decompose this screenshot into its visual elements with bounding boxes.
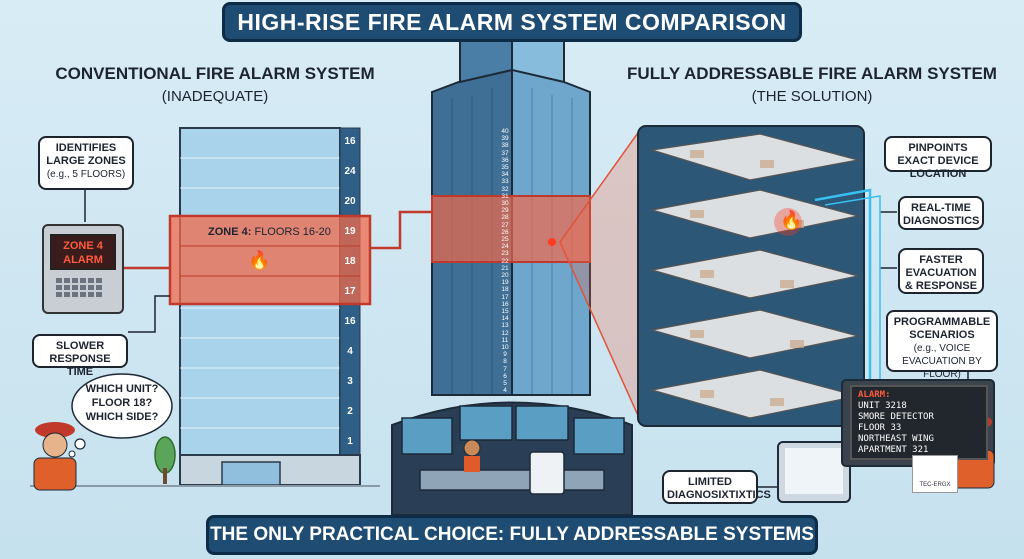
tower-floor-number: 17 xyxy=(501,293,509,301)
tower-floor-number: 10 xyxy=(501,344,509,351)
floor-number: 3 xyxy=(347,376,353,387)
control-room xyxy=(391,401,633,516)
tower-floor-number: 21 xyxy=(501,264,509,272)
tower-floor-number: 6 xyxy=(503,372,507,380)
tower-floor-number: 25 xyxy=(501,236,509,243)
thought-line-2: FLOOR 18? xyxy=(91,397,153,409)
floor-number: 17 xyxy=(344,286,356,297)
tower-floor-number: 30 xyxy=(501,200,509,207)
callout-programmable-title: PROGRAMMABLE SCENARIOS xyxy=(893,316,991,341)
tower-floor-number: 7 xyxy=(503,365,507,373)
tower-floor-number: 22 xyxy=(501,257,509,265)
floor-number: 16 xyxy=(344,136,356,147)
panel-line-1: ZONE 4 xyxy=(63,240,103,252)
high-rise-tower xyxy=(431,20,591,396)
tower-floor-number: 39 xyxy=(501,135,509,143)
tower-floor-number: 12 xyxy=(501,329,509,337)
floor-number: 18 xyxy=(344,256,356,267)
conventional-building xyxy=(30,127,380,487)
conventional-alarm-panel: ZONE 4 ALARM xyxy=(42,224,124,314)
callout-programmable-note: (e.g., VOICE EVACUATION BY FLOOR) xyxy=(902,343,982,380)
tower-floor-number: 38 xyxy=(501,142,509,150)
thought-line-1: WHICH UNIT? xyxy=(85,383,159,395)
tower-floor-number: 19 xyxy=(501,279,509,287)
callout-realtime: REAL-TIME DIAGNOSTICS xyxy=(898,196,984,230)
floor-number: 20 xyxy=(344,196,356,207)
zone-prefix: ZONE 4: xyxy=(208,226,252,238)
addressable-floor-stack xyxy=(637,125,881,427)
tower-floor-number: 32 xyxy=(501,185,509,193)
zone-floors: FLOORS 16-20 xyxy=(254,226,331,238)
page-title: HIGH-RISE FIRE ALARM SYSTEM COMPARISON xyxy=(222,2,802,42)
fire-icon: 🔥 xyxy=(248,250,271,270)
tower-floor-number: 36 xyxy=(501,156,509,164)
tower-floor-number: 16 xyxy=(501,300,509,308)
footer-banner: THE ONLY PRACTICAL CHOICE: FULLY ADDRESS… xyxy=(206,515,818,555)
alarm-line: APARTMENT 321 xyxy=(858,445,929,455)
thought-line-3: WHICH SIDE? xyxy=(85,411,159,423)
tower-floor-number: 29 xyxy=(501,207,509,215)
tower-floor-number: 40 xyxy=(501,128,509,135)
tower-floor-number: 27 xyxy=(501,221,509,229)
conventional-heading: CONVENTIONAL FIRE ALARM SYSTEM xyxy=(55,64,375,83)
alarm-line: UNIT 3218 xyxy=(858,401,907,411)
tower-floor-number: 26 xyxy=(501,228,509,236)
panel-line-2: ALARM xyxy=(63,254,103,266)
addressable-heading: FULLY ADDRESSABLE FIRE ALARM SYSTEM xyxy=(627,64,997,83)
tower-floor-number: 34 xyxy=(501,171,509,179)
callout-programmable: PROGRAMMABLE SCENARIOS (e.g., VOICE EVAC… xyxy=(886,310,998,380)
tower-floor-number: 23 xyxy=(501,250,509,258)
tower-floor-number: 37 xyxy=(501,149,509,157)
tower-floor-number: 4 xyxy=(503,387,507,395)
callout-limited-diagnostics: LIMITED DIAGNOSIXTIXTICS xyxy=(662,470,771,504)
tower-floor-number: 11 xyxy=(501,336,509,344)
tower-floor-number: 13 xyxy=(501,322,509,330)
callout-large-zones: IDENTIFIES LARGE ZONES (e.g., 5 FLOORS) xyxy=(38,136,134,190)
callout-large-zones-title: IDENTIFIES LARGE ZONES xyxy=(46,142,126,167)
panel-screen: ZONE 4 ALARM xyxy=(50,234,116,270)
addressable-subheading: (THE SOLUTION) xyxy=(751,88,873,105)
alarm-line: NORTHEAST WING xyxy=(858,434,934,444)
callout-faster-evacuation: FASTER EVACUATION & RESPONSE xyxy=(898,248,984,294)
tower-floor-number: 5 xyxy=(503,380,507,387)
floor-number: 2 xyxy=(347,406,353,417)
conventional-subheading: (INADEQUATE) xyxy=(161,88,269,105)
firefighter-left-icon xyxy=(33,422,77,491)
alarm-line: ALARM: xyxy=(858,390,891,400)
thought-bubble xyxy=(71,373,173,439)
tower-floor-number: 20 xyxy=(501,272,509,279)
alarm-line: FLOOR 33 xyxy=(858,423,902,433)
floor-number: 4 xyxy=(347,346,353,357)
tower-floor-number: 8 xyxy=(503,358,507,366)
floor-number: 19 xyxy=(344,226,356,237)
tower-floor-number: 9 xyxy=(503,351,507,359)
tower-floor-number: 33 xyxy=(501,178,509,186)
zone-label: ZONE 4: FLOORS 16-20 xyxy=(208,226,331,238)
brand-logo: TEC-ERGX xyxy=(912,455,958,493)
floor-number: 24 xyxy=(344,166,356,177)
alarm-line: SMORE DETECTOR xyxy=(858,412,934,422)
floor-number: 1 xyxy=(347,436,353,447)
fire-location-icon: 🔥 xyxy=(780,210,803,230)
tower-floor-number: 35 xyxy=(501,164,509,171)
callout-pinpoint: PINPOINTS EXACT DEVICE LOCATION xyxy=(884,136,992,180)
callout-large-zones-note: (e.g., 5 FLOORS) xyxy=(46,169,126,180)
tower-floor-number: 24 xyxy=(501,243,509,251)
thought-text: WHICH UNIT? FLOOR 18? WHICH SIDE? xyxy=(76,382,168,424)
tower-floor-number: 14 xyxy=(501,315,509,323)
alarm-detail-screen: ALARM: UNIT 3218 SMORE DETECTOR FLOOR 33… xyxy=(850,385,988,460)
callout-slower-response: SLOWER RESPONSE TIME xyxy=(32,334,128,378)
tower-floor-number: 18 xyxy=(501,286,509,294)
tower-floor-number: 28 xyxy=(501,214,509,222)
floor-number: 16 xyxy=(344,316,356,327)
tower-floor-number: 15 xyxy=(501,308,509,315)
tower-floor-number: 31 xyxy=(501,192,509,200)
panel-keypad xyxy=(56,278,102,297)
